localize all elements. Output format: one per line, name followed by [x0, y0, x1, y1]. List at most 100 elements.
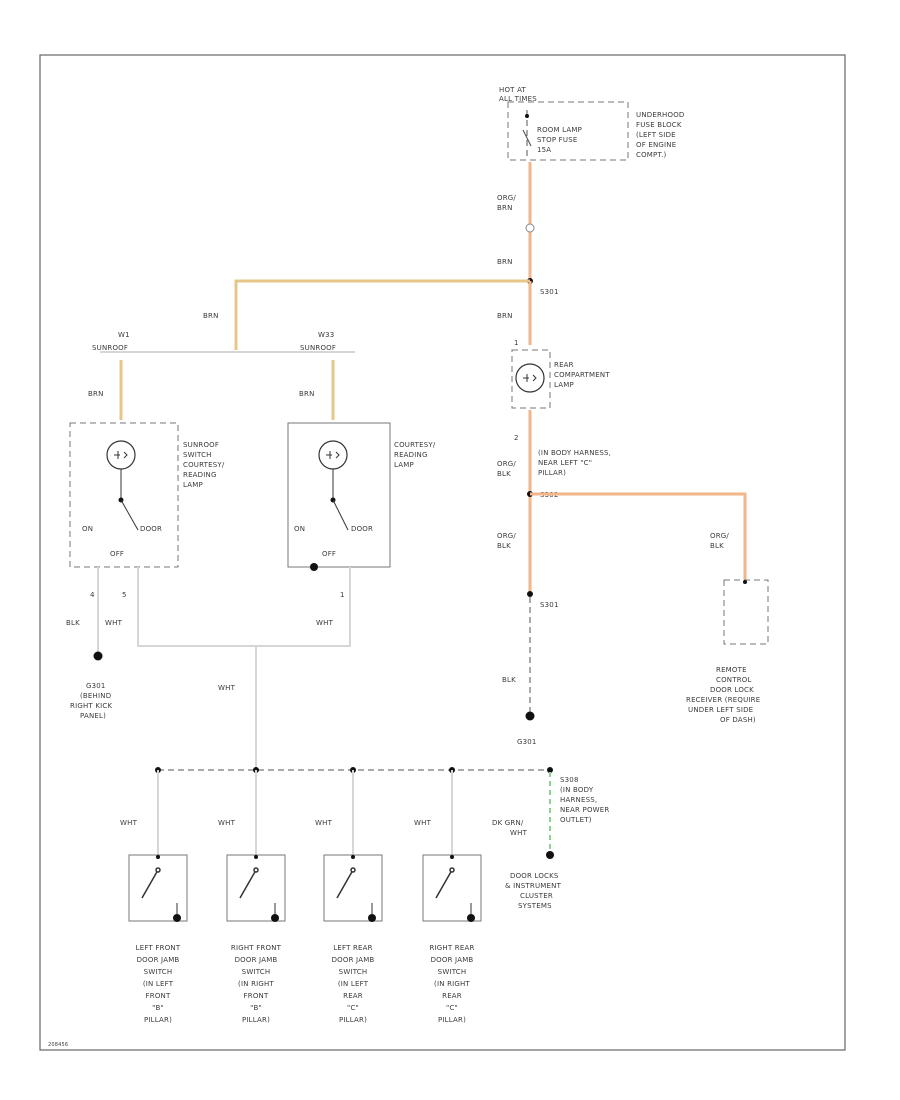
label-g-left-1: G301: [86, 682, 106, 690]
label-remote-3: DOOR LOCK: [710, 686, 754, 694]
systems-node: [546, 851, 554, 859]
label-court-2: READING: [394, 451, 428, 459]
label-w-brn-rr: BRN: [497, 312, 513, 320]
label-sw4-2: DOOR JAMB: [431, 956, 474, 964]
switch-1-arm-icon: [141, 869, 159, 899]
label-sw2-3: SWITCH: [242, 968, 271, 976]
ground-left-icon: [93, 651, 103, 661]
label-conn-mid-2: SUNROOF: [300, 344, 336, 352]
switch-4-pin-top: [450, 855, 454, 859]
label-splice-top: S301: [540, 288, 559, 296]
remote-pin: [743, 580, 747, 584]
label-remote-5: UNDER LEFT SIDE: [688, 706, 753, 714]
wire-wht-join: [137, 638, 351, 647]
label-dk-grn: DK GRN/: [492, 819, 524, 827]
switch-4-arm-icon: [435, 869, 453, 899]
rear-lamp-filament-icon: [523, 374, 537, 382]
label-fuse-block-3: (LEFT SIDE: [636, 131, 676, 139]
label-pin-rr: 1: [514, 339, 519, 347]
label-sunroof-1: SUNROOF: [183, 441, 219, 449]
label-footer: 208456: [48, 1042, 68, 1048]
label-sw2-7: PILLAR): [242, 1016, 270, 1024]
switch-4-pivot: [449, 867, 455, 873]
label-systems-4: SYSTEMS: [518, 902, 552, 910]
label-w-blk-l: BLK: [66, 619, 80, 627]
label-w-org1: ORG/: [497, 194, 516, 202]
door-jamb-switch-1: [128, 854, 188, 922]
label-s308-2: (IN BODY: [560, 786, 594, 794]
label-remote-6: OF DASH): [720, 716, 756, 724]
label-w-wht-3: WHT: [315, 819, 333, 827]
label-g-left-2: (BEHIND: [80, 692, 111, 700]
label-w-wht-trunk: WHT: [218, 684, 236, 692]
label-sw4-3: SWITCH: [438, 968, 467, 976]
label-s308-5: OUTLET): [560, 816, 592, 824]
switch-4-box: [422, 854, 482, 922]
label-sw4-1: RIGHT REAR: [429, 944, 474, 952]
fuse-block-outline: [507, 101, 629, 161]
label-fuse-block-5: COMPT.): [636, 151, 667, 159]
courtesy-ground-icon: [310, 563, 318, 571]
sunroof-lamp-outline: [69, 422, 179, 568]
switch-3-box: [323, 854, 383, 922]
label-sw2-1: RIGHT FRONT: [231, 944, 282, 952]
label-sw1-2: DOOR JAMB: [137, 956, 180, 964]
label-pin-m1: 1: [340, 591, 345, 599]
label-w-org-blk1a: ORG/: [497, 460, 516, 468]
label-w-wht-4: WHT: [414, 819, 432, 827]
switch-3-ground-icon: [368, 914, 376, 922]
label-fuse-3: 15A: [537, 146, 551, 154]
label-pin-rr2: 2: [514, 434, 519, 442]
label-fuse-block-2: FUSE BLOCK: [636, 121, 682, 129]
label-remote-1: REMOTE: [716, 666, 747, 674]
label-g-left-4: PANEL): [80, 712, 106, 720]
label-all-times: ALL TIMES: [499, 95, 537, 103]
courtesy-lamp-outline: [287, 422, 391, 568]
label-fuse-block-4: OF ENGINE: [636, 141, 676, 149]
door-jamb-switch-2: [226, 854, 286, 922]
label-sunroof-5: LAMP: [183, 481, 203, 489]
label-remote-2: CONTROL: [716, 676, 752, 684]
label-w-brn-m2: BRN: [299, 390, 315, 398]
label-harness-3: PILLAR): [538, 469, 566, 477]
label-g-left-3: RIGHT KICK: [70, 702, 112, 710]
connector-c1: [525, 223, 535, 233]
label-sw-off-m: OFF: [322, 550, 336, 558]
label-conn-left-2: SUNROOF: [92, 344, 128, 352]
label-w-brn1: BRN: [497, 204, 513, 212]
label-fuse-2: STOP FUSE: [537, 136, 578, 144]
label-fuse-block-1: UNDERHOOD: [636, 111, 685, 119]
label-pin-l5: 5: [122, 591, 127, 599]
label-sw4-5: REAR: [442, 992, 462, 1000]
switch-2-pivot: [253, 867, 259, 873]
courtesy-switch-arm-icon: [332, 499, 349, 531]
label-systems-1: DOOR LOCKS: [510, 872, 559, 880]
label-sw4-4: (IN RIGHT: [434, 980, 470, 988]
switch-2-pin-top: [254, 855, 258, 859]
splice-s301b: [527, 591, 533, 597]
label-w-org-blk1b: BLK: [497, 470, 511, 478]
label-sw1-6: "B": [152, 1004, 164, 1012]
label-sunroof-3: COURTESY/: [183, 461, 225, 469]
label-sw-off-l: OFF: [110, 550, 124, 558]
label-sw3-1: LEFT REAR: [333, 944, 372, 952]
label-w-brn-top: BRN: [497, 258, 513, 266]
switch-3-pivot: [350, 867, 356, 873]
switch-2-box: [226, 854, 286, 922]
label-fuse-1: ROOM LAMP: [537, 126, 582, 134]
label-sw3-7: PILLAR): [339, 1016, 367, 1024]
label-sw3-4: (IN LEFT: [338, 980, 369, 988]
label-dk-wht: WHT: [510, 829, 528, 837]
door-jamb-switch-3: [323, 854, 383, 922]
sunroof-filament-icon: [114, 451, 128, 459]
label-sw1-4: (IN LEFT: [143, 980, 174, 988]
label-s308-4: NEAR POWER: [560, 806, 609, 814]
label-w-org-blk2b: BLK: [497, 542, 511, 550]
label-sw3-3: SWITCH: [339, 968, 368, 976]
courtesy-bulb-icon: [318, 440, 348, 470]
label-sw3-6: "C": [347, 1004, 359, 1012]
label-rear-lamp-2: COMPARTMENT: [554, 371, 610, 379]
label-w-blk-r: BLK: [502, 676, 516, 684]
switch-4-ground-icon: [467, 914, 475, 922]
